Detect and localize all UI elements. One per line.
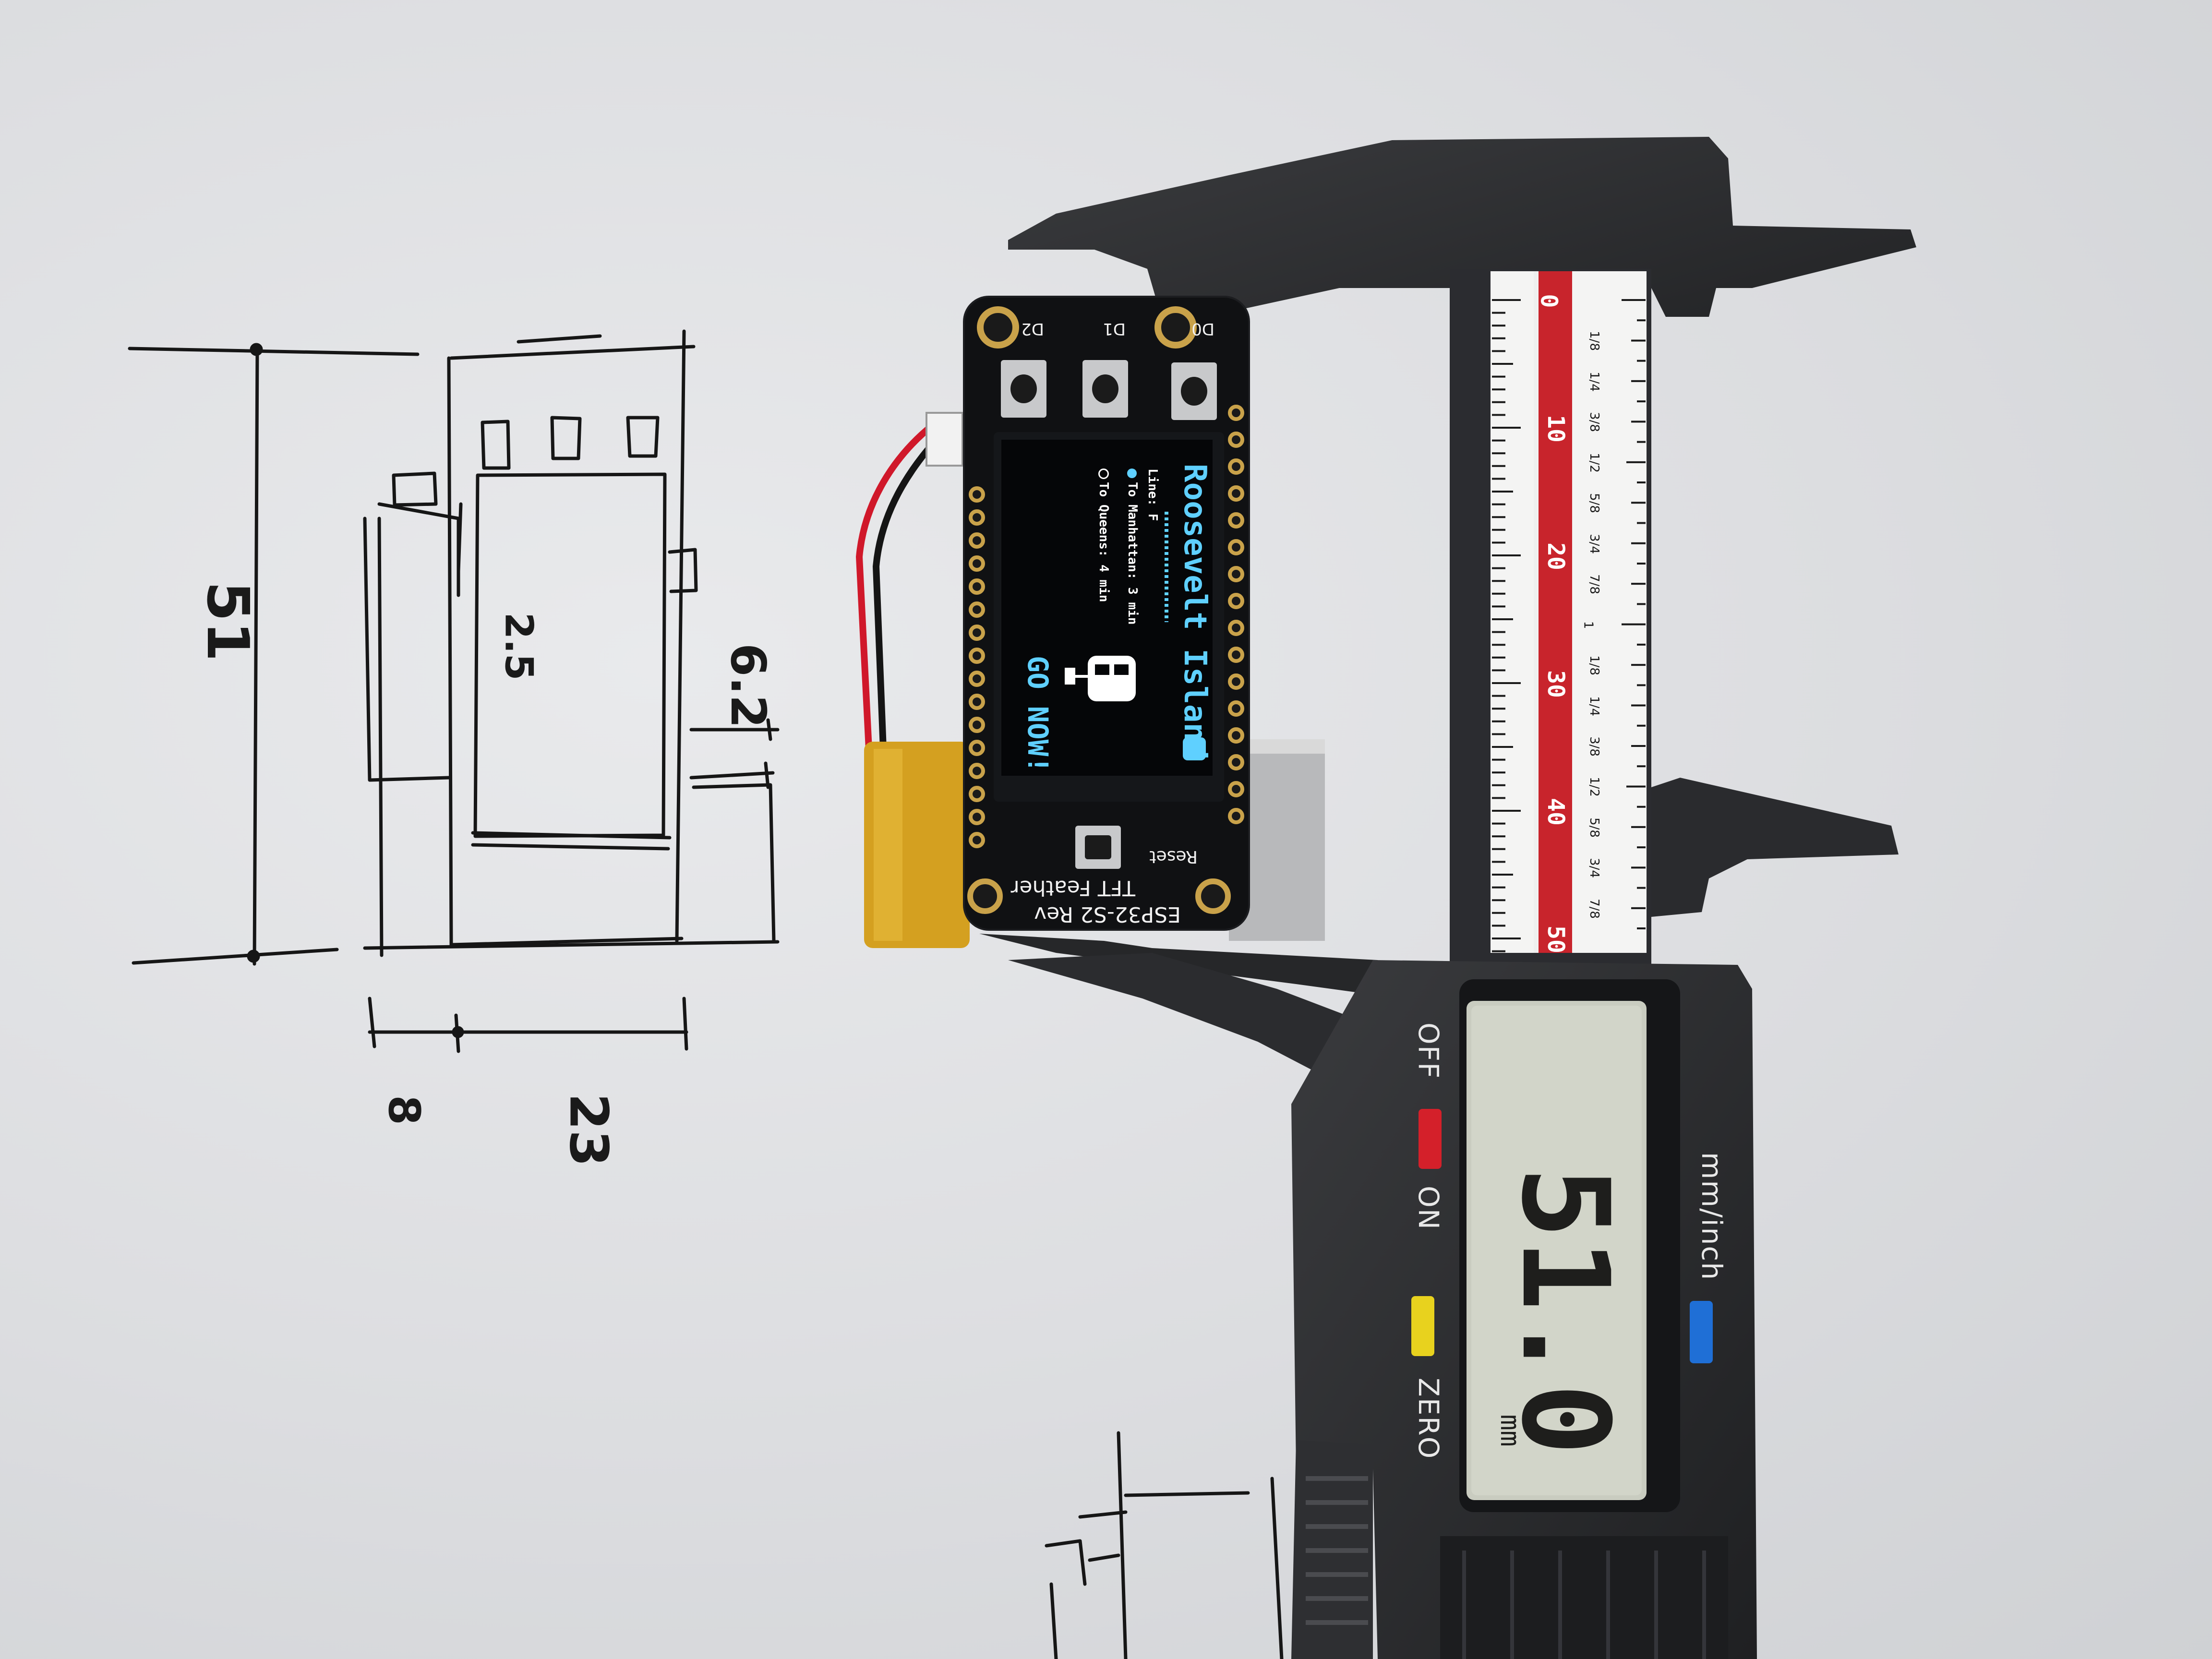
mounting-hole-top-left <box>977 306 1019 349</box>
pin-hole <box>1228 432 1244 448</box>
button-d0[interactable] <box>1171 362 1217 420</box>
pin-hole <box>1228 700 1244 717</box>
pin-hole <box>969 555 985 572</box>
pin-hole <box>1228 512 1244 529</box>
pin-hole <box>1228 566 1244 582</box>
screen-queens: To Queens: 4 min <box>1096 482 1111 602</box>
button-d0-cap[interactable] <box>1181 377 1207 406</box>
button-d2[interactable] <box>1001 360 1046 418</box>
mounting-hole-top-right <box>1154 306 1197 349</box>
caliper-btn-off[interactable] <box>1419 1109 1442 1169</box>
silk-label-d2: D2 <box>1021 319 1044 338</box>
button-d2-cap[interactable] <box>1010 374 1037 403</box>
caliper-btn-unit[interactable] <box>1690 1301 1713 1363</box>
button-d1[interactable] <box>1082 360 1128 418</box>
silk-board-name-2: ESP32-S2 Rev <box>1034 902 1181 926</box>
pin-hole <box>969 809 985 825</box>
pin-hole <box>969 648 985 664</box>
pin-hole <box>1228 727 1244 744</box>
screen-dot-queens <box>1098 469 1109 479</box>
pin-hole <box>1228 458 1244 475</box>
screen-station: Roosevelt Island <box>1177 464 1213 760</box>
tram-icon <box>1065 651 1145 709</box>
tft-display: Roosevelt Island Line: F To Manhattan: 3… <box>994 432 1224 802</box>
silk-label-d1: D1 <box>1103 319 1126 338</box>
pin-hole <box>969 625 985 641</box>
pin-hole <box>969 717 985 733</box>
pin-hole <box>969 578 985 595</box>
screen-manhattan: To Manhattan: 3 min <box>1125 482 1140 625</box>
pin-hole <box>969 763 985 779</box>
pin-hole <box>1228 485 1244 502</box>
screen-cta: GO NOW! <box>1022 656 1054 773</box>
pin-hole <box>1228 539 1244 555</box>
pin-hole <box>969 532 985 549</box>
pin-hole <box>1228 808 1244 824</box>
silk-label-d0: D0 <box>1191 319 1214 338</box>
button-d1-cap[interactable] <box>1092 374 1118 403</box>
pin-hole <box>969 832 985 848</box>
pin-hole <box>969 601 985 618</box>
pin-hole <box>1228 405 1244 421</box>
pin-hole <box>969 786 985 802</box>
caliper-fixed-jaw <box>1008 137 1916 384</box>
pin-hole <box>1228 781 1244 797</box>
pin-hole <box>969 740 985 756</box>
caliper-btn-zero[interactable] <box>1411 1296 1434 1356</box>
screen-line: Line: F <box>1145 469 1160 521</box>
station-badge-icon <box>1183 737 1206 760</box>
pin-hole <box>1228 754 1244 770</box>
tft-active-area: Roosevelt Island Line: F To Manhattan: 3… <box>1001 440 1213 776</box>
reset-button[interactable] <box>1075 826 1121 869</box>
reset-button-cap[interactable] <box>1085 835 1111 859</box>
pin-hole <box>1228 593 1244 609</box>
mounting-hole-bottom-left <box>967 878 1003 914</box>
pin-hole <box>1228 647 1244 663</box>
silk-reset: Reset <box>1149 847 1198 866</box>
pin-hole <box>969 694 985 710</box>
pin-hole <box>969 671 985 687</box>
pin-hole <box>969 486 985 503</box>
silk-board-name-1: TFT Feather <box>1010 876 1135 900</box>
screen-title-rule <box>1165 512 1168 622</box>
pin-hole <box>969 509 985 526</box>
mounting-hole-bottom-right <box>1195 878 1231 914</box>
screen-dot-manhattan <box>1127 469 1137 478</box>
pin-hole <box>1228 620 1244 636</box>
pin-hole <box>1228 673 1244 690</box>
